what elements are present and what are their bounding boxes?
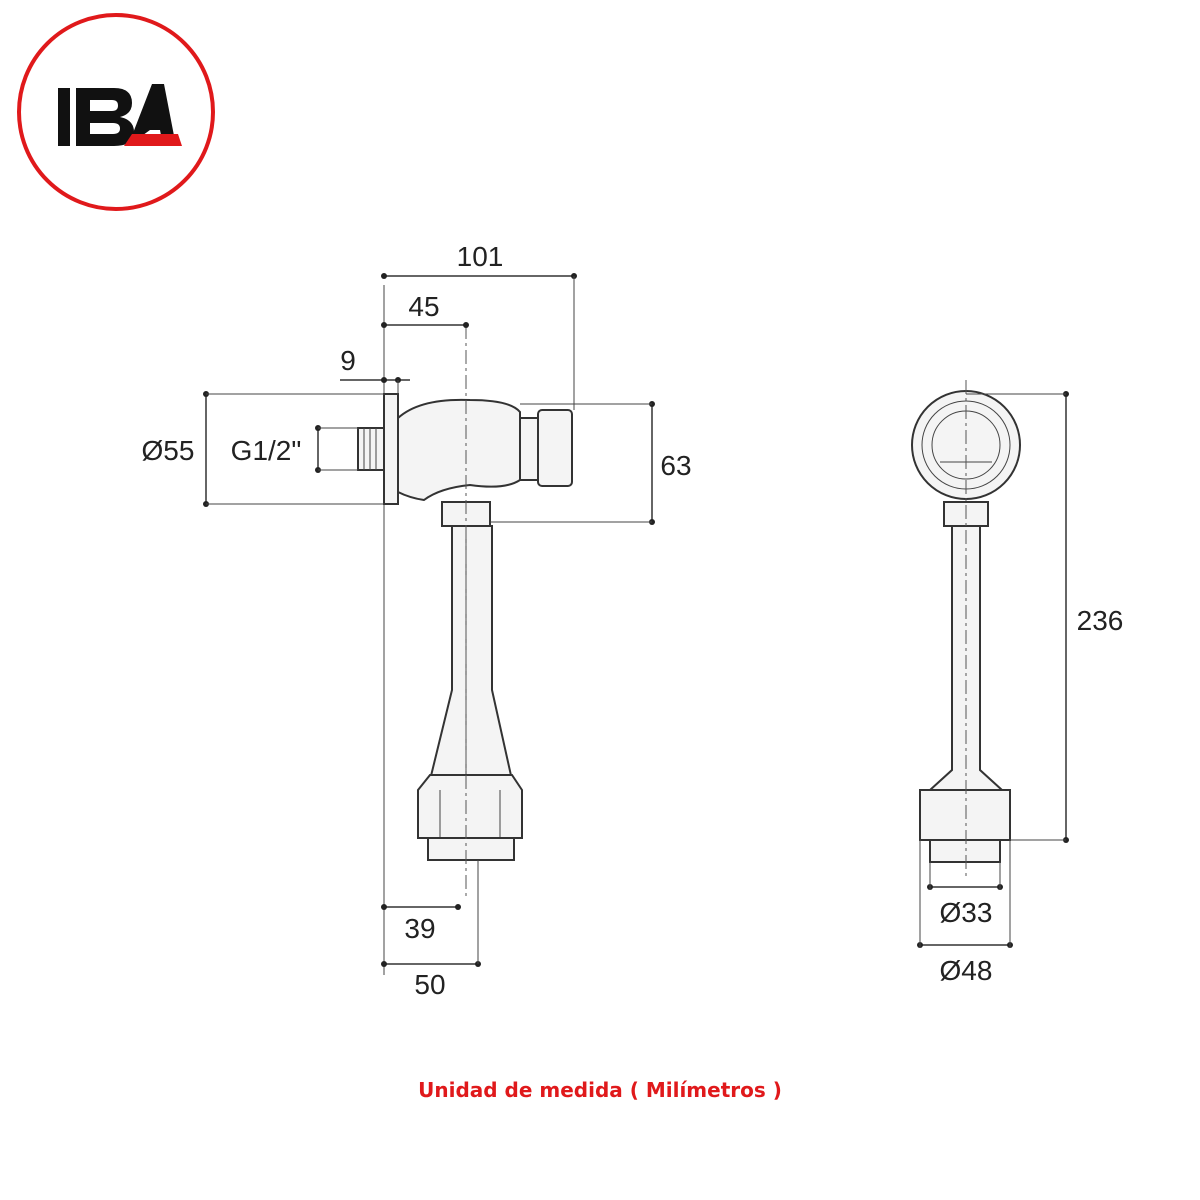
push-button [519, 417, 539, 481]
side-view [357, 285, 573, 975]
units-caption: Unidad de medida ( Milímetros ) [418, 1078, 782, 1102]
front-view [911, 380, 1021, 880]
dim-outlet-offset: 39 [404, 913, 435, 944]
brand-logo [17, 13, 215, 211]
dim-outlet-width: 50 [414, 969, 445, 1000]
wall-flange [383, 393, 399, 505]
side-view-dimensions [203, 273, 655, 967]
front-view-dimensions [917, 391, 1069, 948]
dim-overall-width: 101 [457, 241, 504, 272]
dim-thread: G1/2" [231, 435, 302, 466]
front-coupling [919, 789, 1011, 841]
flush-pipe [428, 525, 514, 781]
dim-flange-thickness: 9 [340, 345, 356, 376]
dim-total-height: 236 [1077, 605, 1124, 636]
outlet-thread [427, 837, 515, 861]
front-outlet-thread [929, 839, 1001, 863]
push-button-cap [537, 409, 573, 487]
threaded-inlet [357, 427, 385, 471]
outlet-coupling [417, 774, 523, 839]
dim-body-height: 63 [660, 450, 691, 481]
logo-mark [58, 84, 182, 146]
dim-outlet-outer-diameter: Ø48 [940, 955, 993, 986]
dim-outlet-inner-diameter: Ø33 [940, 897, 993, 928]
valve-body [397, 398, 521, 502]
dim-flange-diameter: Ø55 [142, 435, 195, 466]
dim-inlet-offset: 45 [408, 291, 439, 322]
